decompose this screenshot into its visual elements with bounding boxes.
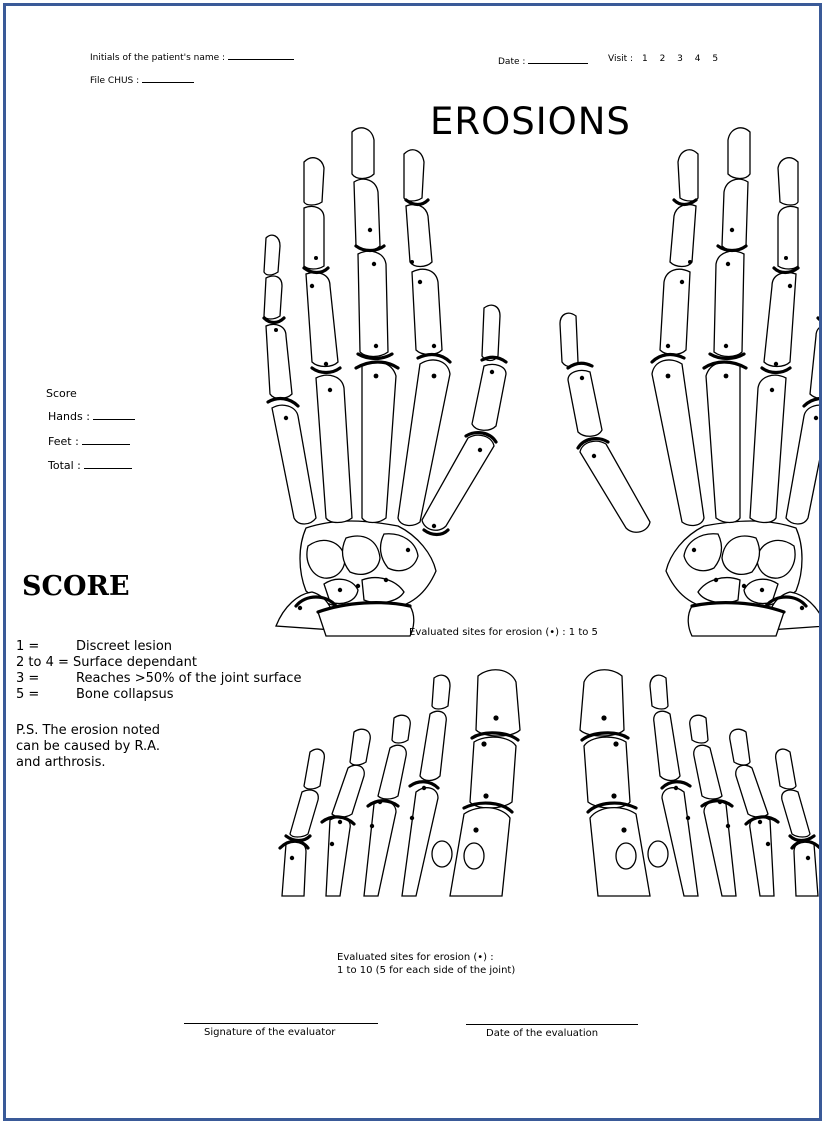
- feet-caption: Evaluated sites for erosion (•) : 1 to 1…: [337, 951, 515, 977]
- right-foot-illustration: [580, 670, 820, 896]
- evaluation-date-label: Date of the evaluation: [486, 1028, 598, 1039]
- signature-line[interactable]: [184, 1023, 378, 1024]
- right-hand-illustration: [560, 128, 822, 636]
- left-foot-illustration: [280, 670, 520, 896]
- evaluation-date-line[interactable]: [466, 1024, 638, 1025]
- erosion-scoring-form: Initials of the patient's name : File CH…: [3, 3, 822, 1121]
- feet-caption-line: 1 to 10 (5 for each side of the joint): [337, 964, 515, 977]
- hands-caption: Evaluated sites for erosion (•) : 1 to 5: [409, 627, 598, 638]
- left-hand-illustration: [264, 128, 506, 636]
- signature-label: Signature of the evaluator: [204, 1027, 335, 1038]
- feet-caption-line: Evaluated sites for erosion (•) :: [337, 951, 515, 964]
